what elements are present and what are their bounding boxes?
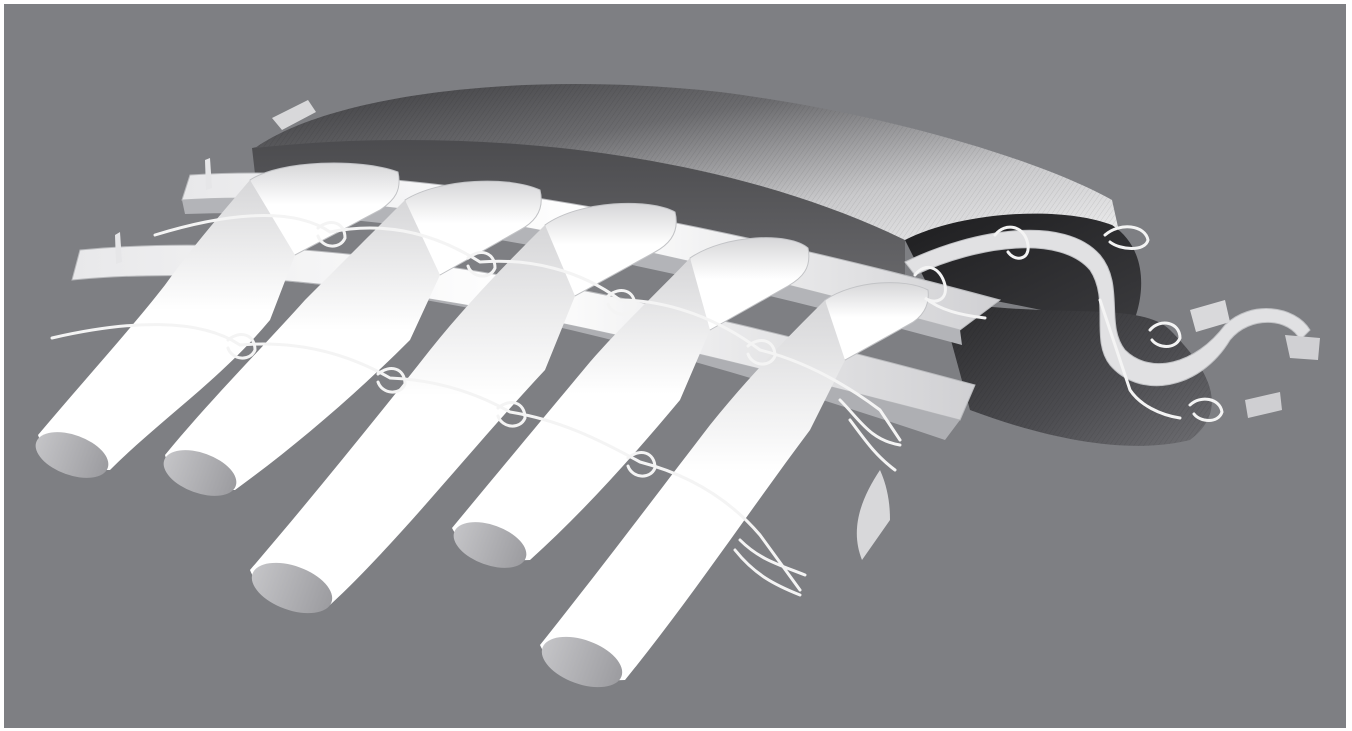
wrapped-strap-tail: [1285, 335, 1320, 360]
